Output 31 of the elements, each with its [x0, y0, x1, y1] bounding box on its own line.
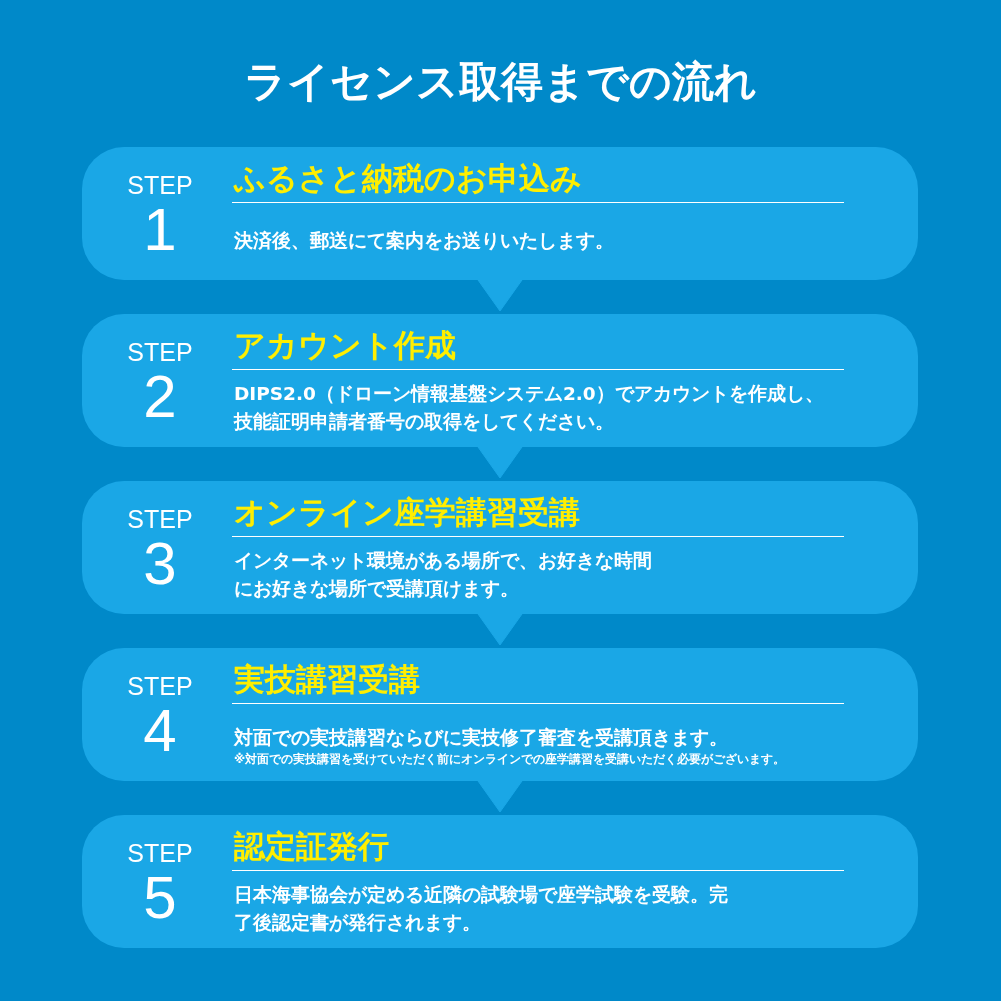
step-label: STEP [126, 672, 194, 700]
step-box [82, 648, 918, 781]
step-heading: アカウント作成 [234, 326, 456, 365]
arrow [477, 613, 523, 646]
arrow [477, 279, 523, 312]
title: ライセンス取得までの流れ [243, 56, 758, 108]
step-box [82, 481, 918, 614]
step-description: DIPS2.0（ドローン情報基盤システム2.0）でアカウントを作成し、技能証明申請者番号の取得をしてください。 [234, 382, 825, 434]
step-label: STEP [126, 505, 194, 533]
step-description: 対面での実技講習ならびに実技修了審査を受講頂きます。 [234, 725, 729, 750]
step-box [82, 147, 918, 280]
step-number: 5 [142, 865, 178, 931]
step-label: STEP [126, 839, 194, 867]
step-number: 1 [142, 197, 178, 263]
step-box [82, 314, 918, 447]
step-heading: 実技講習受講 [234, 660, 420, 699]
step-label: STEP [126, 338, 194, 366]
step-description: 決済後、郵送にて案内をお送りいたします。 [234, 228, 615, 253]
step-box [82, 815, 918, 948]
step-label: STEP [126, 171, 194, 199]
step-description: 日本海事協会が定める近隣の試験場で座学試験を受験。完了後認定書が発行されます。 [234, 883, 729, 935]
step-description: インターネット環境がある場所で、お好きな時間にお好きな場所で受講頂けます。 [234, 549, 653, 601]
step-number: 4 [142, 698, 178, 764]
step-number: 3 [142, 531, 178, 597]
arrow [477, 446, 523, 479]
step-heading: 認定証発行 [234, 827, 389, 866]
step-heading: オンライン座学講習受講 [234, 493, 580, 532]
step-number: 2 [142, 364, 178, 430]
note-text: ※対面での実技講習を受けていただく前にオンラインでの座学講習を受講いただく必要がございます。 [234, 751, 787, 767]
step-heading: ふるさと納税のお申込み [234, 159, 582, 198]
arrow [477, 780, 523, 813]
